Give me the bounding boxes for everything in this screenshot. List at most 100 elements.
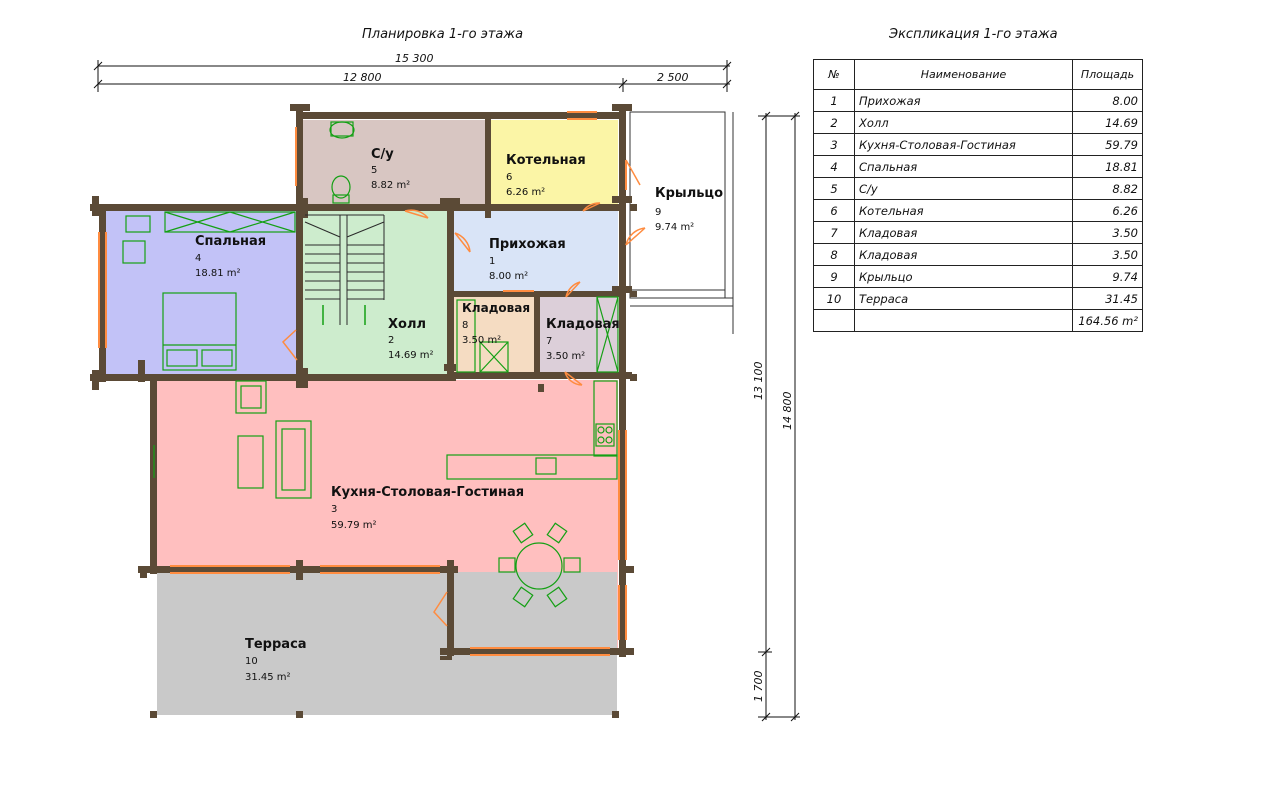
table-cell: 14.69 xyxy=(1072,111,1143,134)
header-area: Площадь xyxy=(1072,59,1143,90)
room-storage8-num: 8 xyxy=(462,320,468,331)
room-entrance-area: 8.00 m² xyxy=(489,271,528,282)
staircase xyxy=(304,214,385,325)
table-cell: Терраса xyxy=(854,287,1073,310)
room-boiler-fill xyxy=(490,120,618,205)
room-wc-num: 5 xyxy=(371,165,377,176)
table-cell: 6.26 xyxy=(1072,199,1143,222)
room-bedroom-name: Спальная xyxy=(195,234,266,249)
table-cell: 8 xyxy=(813,243,855,266)
dim-total-width: 15 300 xyxy=(395,52,434,65)
room-hall-fill xyxy=(302,210,448,375)
room-porch-name: Крыльцо xyxy=(655,186,723,201)
table-cell: 2 xyxy=(813,111,855,134)
room-terrace-num: 10 xyxy=(245,656,258,667)
table-cell: 4 xyxy=(813,155,855,178)
room-wc-name: С/у xyxy=(371,147,394,162)
room-boiler-name: Котельная xyxy=(506,153,586,168)
room-entrance-fill xyxy=(453,210,618,295)
room-kitchen-area: 59.79 m² xyxy=(331,520,377,531)
room-entrance-name: Прихожая xyxy=(489,237,566,252)
explication-title: Экспликация 1-го этажа xyxy=(889,27,1058,42)
table-total-row: 164.56 m² xyxy=(813,309,1143,332)
room-storage7-num: 7 xyxy=(546,336,552,347)
room-storage8-area: 3.50 m² xyxy=(462,335,501,346)
room-wc-fill xyxy=(302,120,485,205)
table-cell: С/у xyxy=(854,177,1073,200)
room-boiler-area: 6.26 m² xyxy=(506,187,545,198)
dim-porch-width: 2 500 xyxy=(657,71,689,84)
room-terrace-area: 31.45 m² xyxy=(245,672,291,683)
room-storage7-area: 3.50 m² xyxy=(546,351,585,362)
table-total: 164.56 m² xyxy=(1072,309,1143,332)
table-cell: 8.82 xyxy=(1072,177,1143,200)
room-storage8-name: Кладовая xyxy=(462,301,530,315)
room-kitchen-name: Кухня-Столовая-Гостиная xyxy=(331,485,524,500)
table-cell: 3 xyxy=(813,133,855,156)
room-hall-num: 2 xyxy=(388,335,394,346)
room-bedroom-num: 4 xyxy=(195,253,201,264)
table-cell: Холл xyxy=(854,111,1073,134)
windows xyxy=(98,111,646,656)
table-header-row: № Наименование Площадь xyxy=(813,59,1143,90)
dim-total-depth: 14 800 xyxy=(781,392,794,431)
porch-steps xyxy=(630,112,734,334)
room-storage8-fill xyxy=(454,297,534,372)
table-cell: Спальная xyxy=(854,155,1073,178)
room-hall-name: Холл xyxy=(388,317,426,332)
furniture xyxy=(122,121,619,608)
table-cell: 1 xyxy=(813,89,855,112)
room-porch-num: 9 xyxy=(655,207,661,218)
table-cell: Прихожая xyxy=(854,89,1073,112)
table-cell: 10 xyxy=(813,287,855,310)
table-cell xyxy=(813,309,855,332)
table-cell: 6 xyxy=(813,199,855,222)
dim-main-width: 12 800 xyxy=(343,71,382,84)
table-cell: 7 xyxy=(813,221,855,244)
room-fills xyxy=(106,111,726,715)
room-terrace-name: Терраса xyxy=(245,637,307,652)
table-cell: 9 xyxy=(813,265,855,288)
plan-title: Планировка 1-го этажа xyxy=(362,27,524,42)
table-cell: Крыльцо xyxy=(854,265,1073,288)
room-storage7-fill xyxy=(540,297,618,372)
walls xyxy=(90,104,637,718)
table-cell: 8.00 xyxy=(1072,89,1143,112)
room-terrace-fill xyxy=(157,572,617,715)
table-cell: 18.81 xyxy=(1072,155,1143,178)
room-hall-area: 14.69 m² xyxy=(388,350,434,361)
table-cell: Кладовая xyxy=(854,243,1073,266)
dimension-lines xyxy=(93,60,800,722)
table-cell: Кухня-Столовая-Гостиная xyxy=(854,133,1073,156)
header-name: Наименование xyxy=(854,59,1073,90)
room-entrance-num: 1 xyxy=(489,256,495,267)
table-cell: 9.74 xyxy=(1072,265,1143,288)
room-porch-area: 9.74 m² xyxy=(655,222,694,233)
table-cell: 3.50 xyxy=(1072,221,1143,244)
dim-main-depth: 13 100 xyxy=(752,362,765,401)
room-porch-fill xyxy=(629,111,726,299)
table-cell: Кладовая xyxy=(854,221,1073,244)
dim-terrace-depth: 1 700 xyxy=(752,671,765,703)
table-cell: 31.45 xyxy=(1072,287,1143,310)
room-boiler-num: 6 xyxy=(506,172,512,183)
header-num: № xyxy=(813,59,855,90)
table-cell xyxy=(854,309,1073,332)
room-bedroom-area: 18.81 m² xyxy=(195,268,241,279)
table-cell: 59.79 xyxy=(1072,133,1143,156)
room-storage7-name: Кладовая xyxy=(546,317,620,332)
table-cell: Котельная xyxy=(854,199,1073,222)
room-wc-area: 8.82 m² xyxy=(371,180,410,191)
